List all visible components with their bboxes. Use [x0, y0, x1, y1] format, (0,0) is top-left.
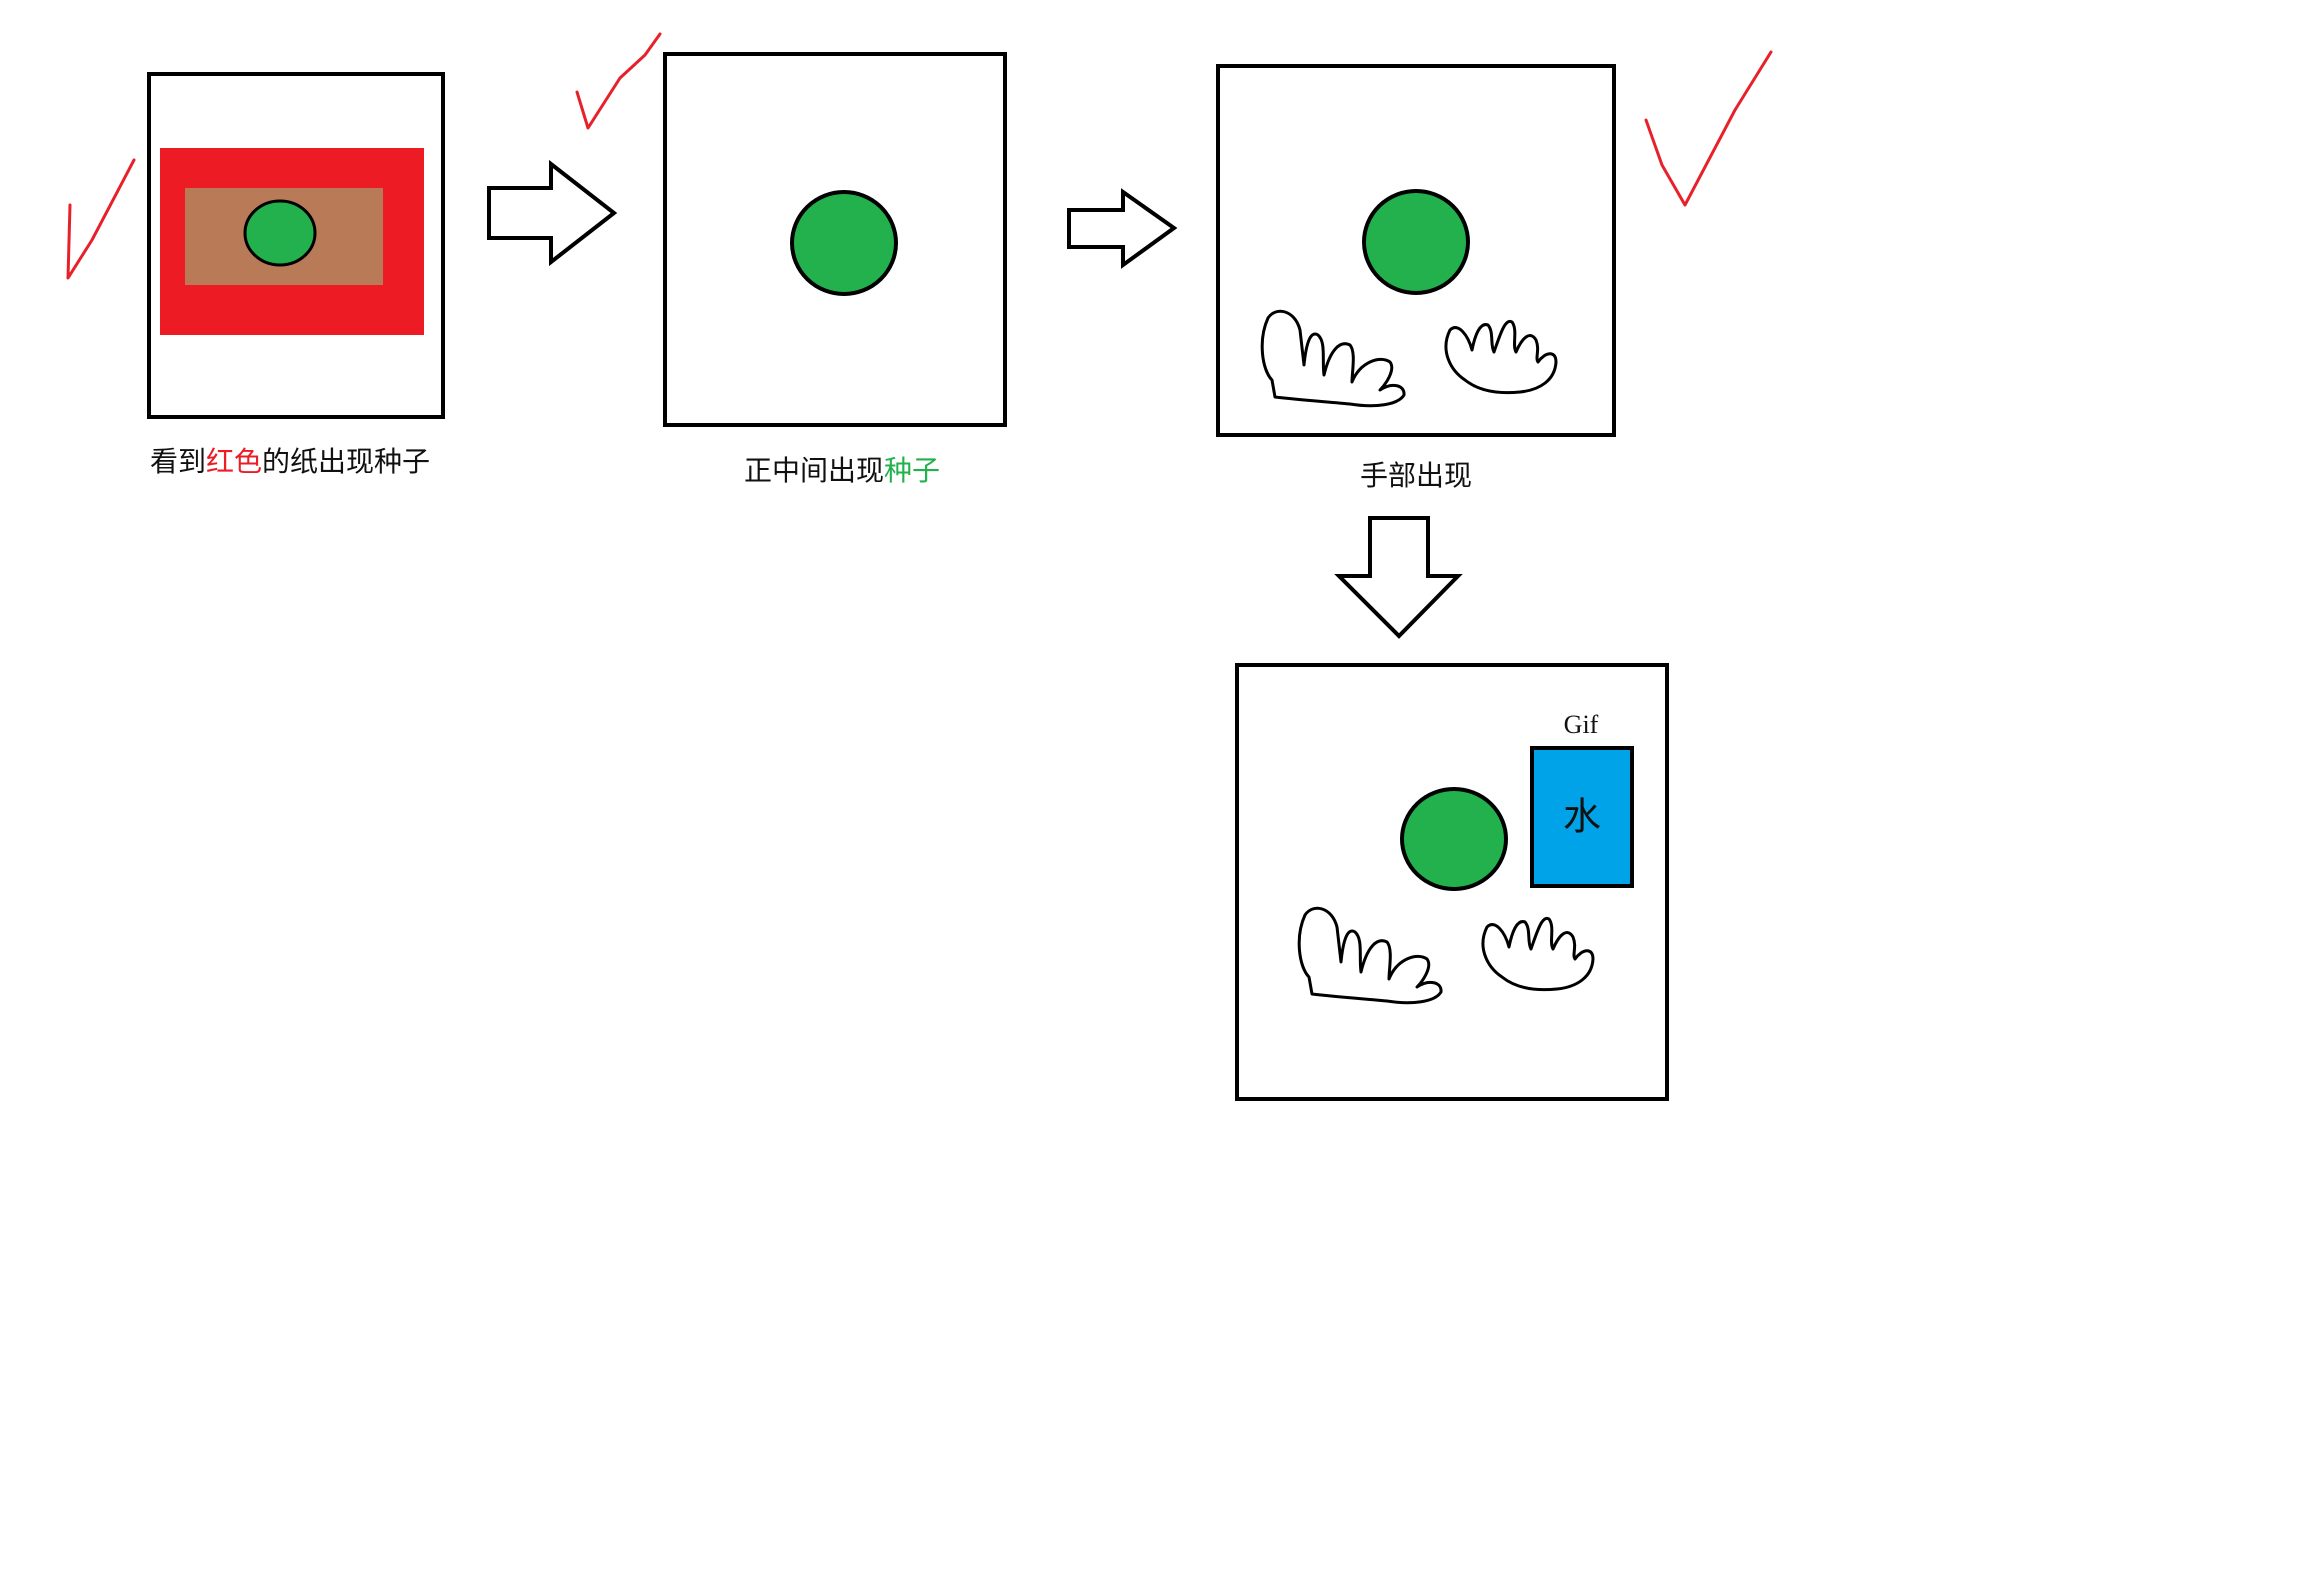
seed-circle-icon [790, 190, 898, 296]
panel-4 [1235, 663, 1669, 1101]
seed-circle-icon [1362, 189, 1470, 295]
water-gif-box [1530, 746, 1634, 888]
panel-2 [663, 52, 1007, 427]
step-1-caption-part: 的纸出现种子 [262, 445, 431, 478]
seed-circle-icon [243, 199, 317, 267]
gif-label: Gif [1563, 710, 1599, 739]
hand-icon [1260, 309, 1406, 408]
check-mark-icon [66, 158, 136, 280]
water-label: 水 [1562, 794, 1602, 839]
step-1-caption: 看到红色的纸出现种子 [150, 440, 430, 480]
check-mark-icon [575, 32, 662, 130]
hand-icon [1297, 906, 1443, 1005]
step-2-caption-part: 正中间出现 [743, 454, 884, 487]
hand-icon [1444, 319, 1558, 395]
step-3-caption-part: 手部出现 [1359, 459, 1473, 492]
down-arrow-icon [1334, 516, 1463, 639]
right-arrow-icon [487, 159, 618, 267]
step-1-caption-part: 红色 [205, 445, 263, 478]
seed-circle-icon [1400, 787, 1508, 891]
panel-1 [147, 72, 445, 419]
hand-icon [1481, 916, 1595, 992]
check-mark-icon [1644, 50, 1773, 207]
panel-3 [1216, 64, 1616, 437]
step-2-caption-part: 种子 [884, 454, 941, 487]
right-arrow-icon [1067, 188, 1178, 269]
step-3-caption: 手部出现 [1360, 454, 1472, 494]
step-2-caption: 正中间出现种子 [744, 449, 940, 489]
step-1-caption-part: 看到 [149, 445, 206, 478]
